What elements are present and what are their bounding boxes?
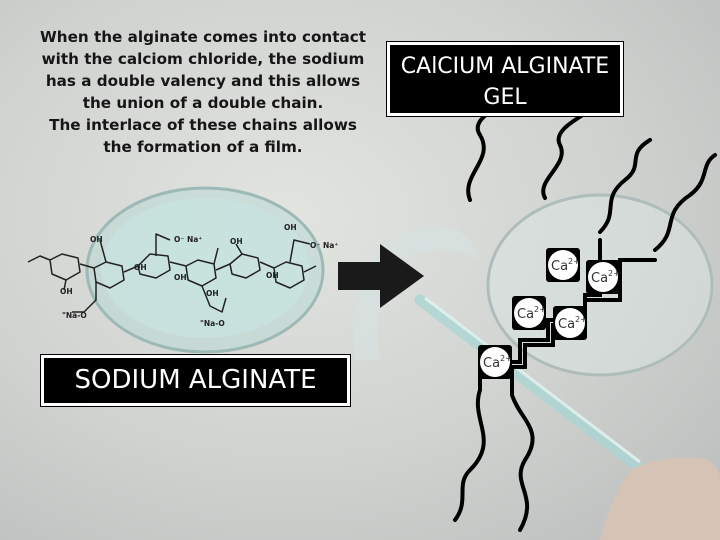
caption-line: with the calciom chloride, the sodium (41, 50, 365, 68)
gel-label-line: CAlCIUM ALGINATE (400, 54, 610, 79)
caption-line: has a double valency and this allows (45, 72, 361, 90)
caption-line: The interlace of these chains allows (49, 116, 357, 134)
hand (600, 457, 720, 540)
molecule-labels: OH OH OH OH OH OH OH OH "Na-O "Na-O O⁻ N… (60, 223, 338, 328)
calcium-ion: Ca2+ (553, 306, 587, 340)
ion-charge: 2+ (534, 305, 546, 314)
calcium-alginate-gel-label: CAlCIUM ALGINATE GEL (386, 41, 624, 117)
alginate-chains (453, 98, 717, 532)
na-bottom-label: "Na-O (200, 319, 225, 328)
oh-label: OH (174, 273, 187, 282)
oh-label: OH (230, 237, 243, 246)
sodium-alginate-molecule (27, 233, 317, 313)
sodium-alginate-label: SODIUM ALGINATE (40, 354, 351, 407)
gel-label-line: GEL (483, 85, 527, 110)
ion-charge: 2+ (575, 315, 587, 324)
glass-rod-highlight (424, 296, 641, 464)
description-caption: When the alginate comes into contact wit… (28, 26, 378, 158)
calcium-ion: Ca2+ (512, 296, 546, 330)
reaction-arrow-icon (338, 244, 424, 308)
left-dish-liquid (101, 198, 309, 338)
ion-charge: 2+ (608, 269, 620, 278)
calcium-ion: Ca2+ (478, 345, 512, 379)
oh-label: OH (134, 263, 147, 272)
caption-line: the formation of a film. (103, 138, 303, 156)
oh-label: OH (266, 271, 279, 280)
oh-label: OH (60, 287, 73, 296)
calcium-ion: Ca2+ (586, 260, 620, 294)
oh-label: OH (284, 223, 297, 232)
caption-line: the union of a double chain. (82, 94, 324, 112)
ion-charge: 2+ (500, 354, 512, 363)
oh-label: OH (90, 235, 103, 244)
o-na-label: O⁻ Na⁺ (174, 235, 202, 244)
caption-line: When the alginate comes into contact (40, 28, 366, 46)
ion-charge: 2+ (568, 257, 580, 266)
oh-label: OH (206, 289, 219, 298)
o-na-label: O⁻ Na⁺ (310, 241, 338, 250)
glass-rod (414, 294, 646, 474)
na-left-label: "Na-O (62, 311, 87, 320)
calcium-ion: Ca2+ (546, 248, 580, 282)
